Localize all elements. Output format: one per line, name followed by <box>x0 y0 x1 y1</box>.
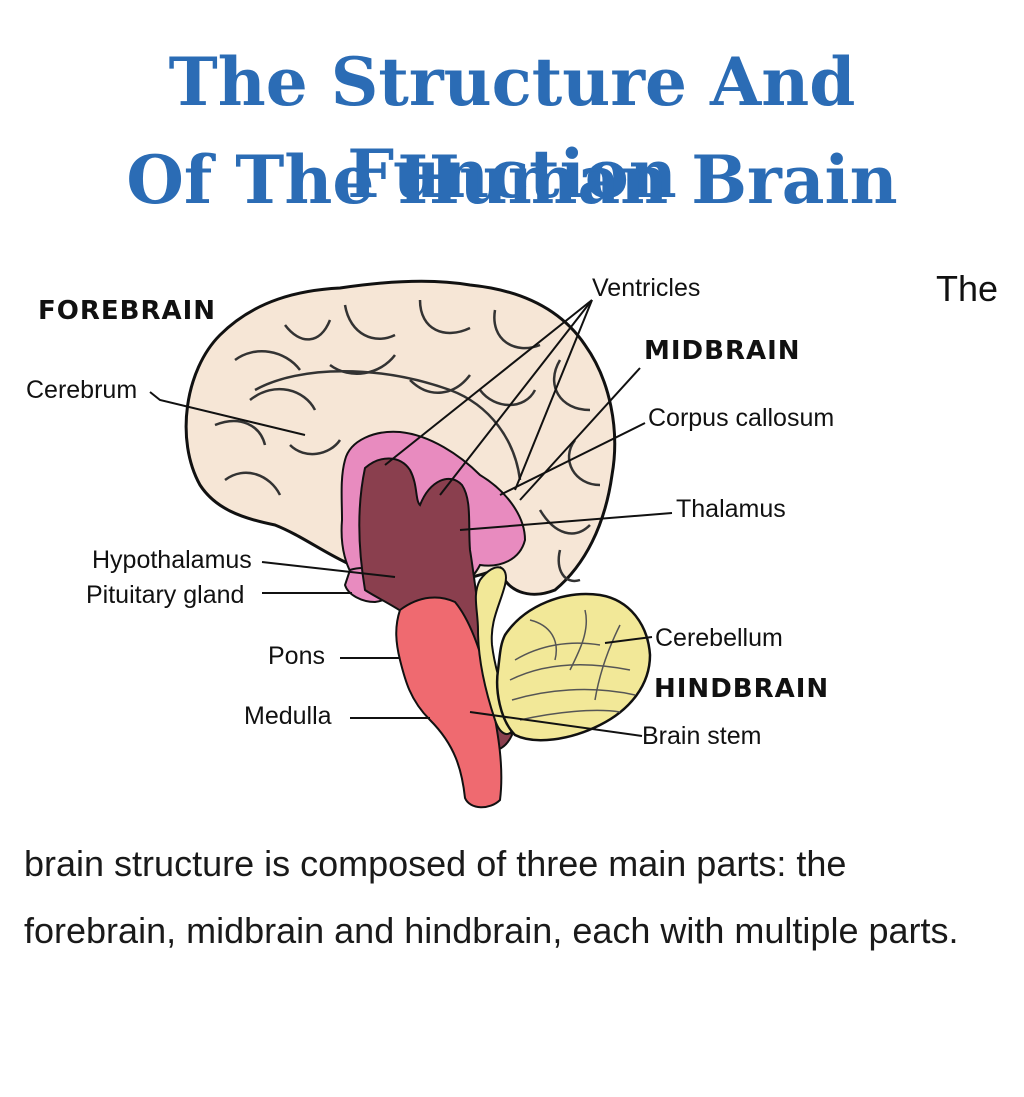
brain-diagram: FOREBRAIN Cerebrum Ventricles MIDBRAIN C… <box>26 274 834 809</box>
page-title-line-2: Of The Human Brain <box>126 141 898 219</box>
label-cerebellum: Cerebellum <box>655 624 783 652</box>
label-hindbrain: HINDBRAIN <box>654 674 829 704</box>
cerebellum-shape <box>495 592 652 742</box>
label-hypothalamus: Hypothalamus <box>92 546 252 574</box>
lead-word: The <box>936 268 999 309</box>
label-corpus-callosum: Corpus callosum <box>648 404 834 432</box>
label-medulla: Medulla <box>244 702 332 730</box>
description-paragraph: brain structure is composed of three mai… <box>24 843 959 951</box>
label-ventricles: Ventricles <box>592 274 700 302</box>
label-pituitary-gland: Pituitary gland <box>86 581 244 609</box>
leader-lines <box>149 299 673 737</box>
pons-medulla-shape <box>395 596 503 809</box>
cerebellum-folia <box>509 609 636 721</box>
label-thalamus: Thalamus <box>676 495 786 523</box>
label-cerebrum: Cerebrum <box>26 376 137 404</box>
label-pons: Pons <box>268 642 325 670</box>
page-title-line-1: The Structure And Function <box>168 43 856 213</box>
label-brain-stem: Brain stem <box>642 722 761 750</box>
label-midbrain: MIDBRAIN <box>644 336 801 366</box>
label-forebrain: FOREBRAIN <box>38 296 216 326</box>
